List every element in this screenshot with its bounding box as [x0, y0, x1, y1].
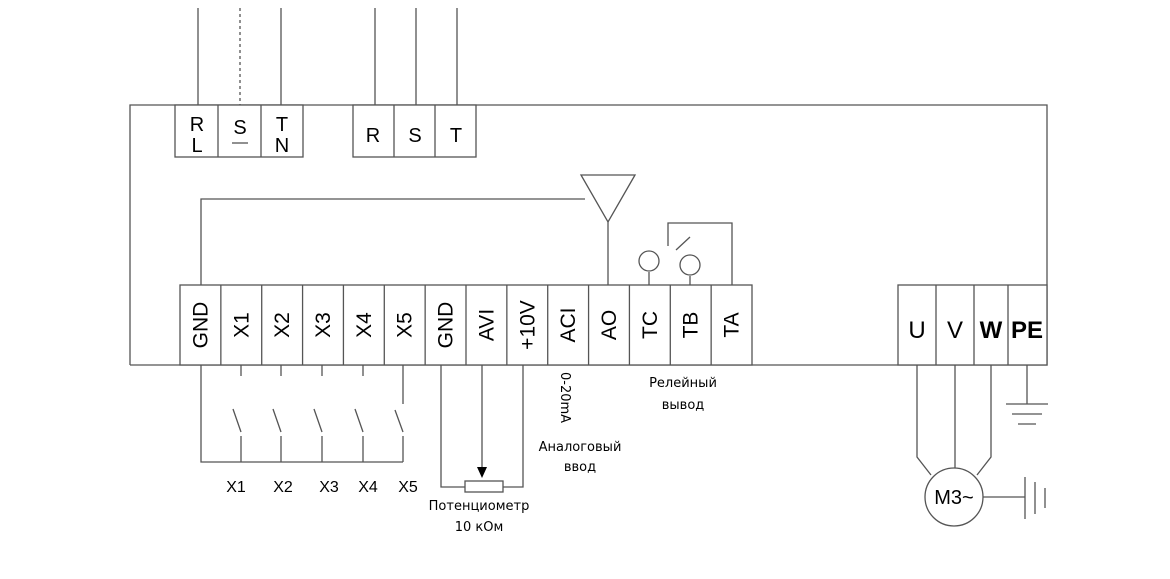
switch-label-x5: X5 — [398, 479, 418, 496]
motor-label: M3~ — [934, 487, 973, 509]
terminal-ao-label: AO — [598, 310, 621, 340]
terminal-n-label: N — [275, 135, 289, 157]
relay-output-label-2: вывод — [662, 398, 705, 413]
terminal-tb-label: TB — [680, 312, 703, 339]
single-phase-input-block: R L S T N — [174, 104, 304, 158]
analog-input-label: Аналоговый — [539, 440, 622, 455]
earth-ground-icon — [1006, 365, 1048, 425]
switch-2-symbol — [272, 365, 282, 462]
gnd-to-meter-wire — [200, 198, 585, 285]
switch-label-x2: X2 — [273, 479, 293, 496]
meter-triangle-icon — [579, 174, 637, 224]
terminal-r-label: R — [190, 114, 204, 136]
analog-input-label-2: ввод — [564, 460, 596, 475]
terminal-x1-label: X1 — [230, 312, 253, 338]
switch-1-symbol — [232, 365, 242, 462]
aci-range-label: 0-20mA — [557, 372, 572, 423]
terminal-l-label: L — [191, 135, 202, 157]
terminal-avi-label: AVI — [475, 309, 498, 341]
motor-wiring: M3~ — [916, 365, 1046, 527]
terminal-v-label: V — [947, 317, 963, 344]
terminal-t3-label: T — [450, 125, 462, 147]
switch-label-x3: X3 — [319, 479, 339, 496]
potentiometer-value: 10 кОм — [455, 520, 504, 535]
control-terminal-strip: GND X1 X2 X3 X4 X5 GND AVI +10V ACI AO TC TB TA — [179, 284, 753, 366]
digital-input-switches — [200, 365, 404, 463]
terminal-x2-label: X2 — [271, 312, 294, 338]
terminal-x3-label: X3 — [312, 312, 335, 338]
terminal-x4-label: X4 — [353, 312, 376, 338]
switch-label-x4: X4 — [358, 479, 378, 496]
terminal-u-label: U — [908, 317, 925, 344]
relay-contact-symbol — [638, 222, 733, 285]
terminal-pe-label: PE — [1011, 317, 1043, 344]
terminal-aci-label: ACI — [557, 307, 580, 342]
output-terminal-block: U V W PE — [897, 284, 1048, 366]
terminal-ta-label: TA — [721, 312, 744, 337]
switch-3-symbol — [313, 365, 323, 462]
switch-label-x1: X1 — [226, 479, 246, 496]
relay-output-label: Релейный — [649, 376, 717, 391]
potentiometer-label: Потенциометр — [429, 499, 530, 514]
terminal-tc-label: TC — [639, 311, 662, 339]
terminal-gnd-label: GND — [189, 302, 212, 349]
switch-5-symbol — [394, 365, 404, 462]
potentiometer-symbol — [440, 365, 524, 493]
terminal-t-label: T — [276, 114, 288, 136]
switch-4-symbol — [354, 365, 364, 462]
terminal-s3-label: S — [408, 125, 421, 147]
terminal-w-label: W — [980, 317, 1003, 344]
terminal-r3-label: R — [366, 125, 380, 147]
wiper-arrow-icon — [477, 467, 487, 478]
three-phase-input-block: R S T — [352, 104, 477, 158]
terminal-s-label: S — [233, 117, 246, 139]
terminal-gnd-label: GND — [435, 302, 458, 349]
terminal-10v-label: +10V — [516, 300, 539, 350]
terminal-x5-label: X5 — [394, 312, 417, 338]
